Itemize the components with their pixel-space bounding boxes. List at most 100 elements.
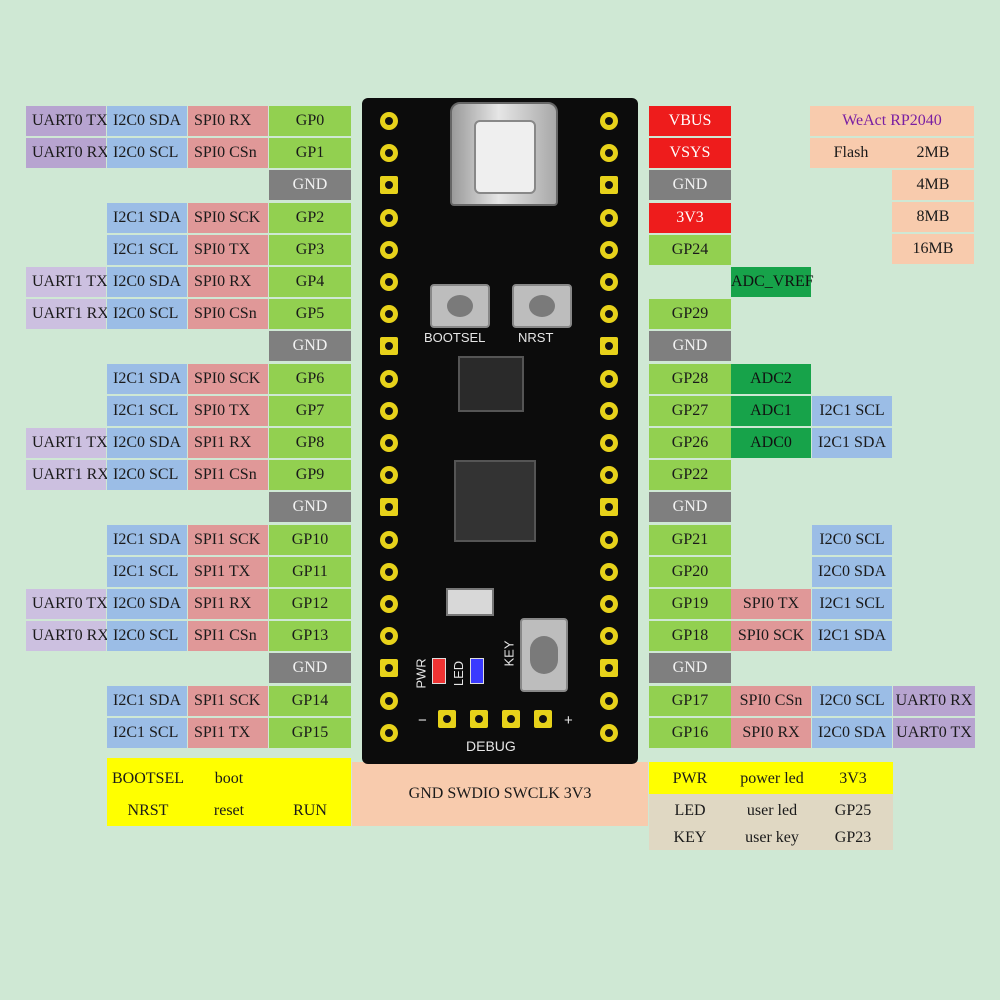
right-pin-label: GND (649, 653, 731, 683)
left-pin-label: GND (269, 170, 351, 200)
right-pin-label: I2C0 SDA (812, 718, 892, 748)
bootsel-button[interactable] (430, 284, 490, 328)
header-pin (380, 595, 398, 613)
usb-c-port (474, 120, 536, 194)
header-pin (380, 241, 398, 259)
flash-size-2mb: 2MB (892, 138, 974, 168)
header-pin (380, 402, 398, 420)
left-pin-label: I2C1 SDA (107, 364, 187, 394)
right-pin-label: VBUS (649, 106, 731, 136)
right-pin-label: GND (649, 492, 731, 522)
flash-size-16mb: 16MB (892, 234, 974, 264)
right-pin-label: I2C0 SCL (812, 686, 892, 716)
left-pin-label: SPI1 TX (188, 557, 268, 587)
header-pin (380, 434, 398, 452)
key-silk: KEY (501, 640, 517, 667)
debug-silk: DEBUG (466, 738, 516, 754)
right-pin-label: GP20 (649, 557, 731, 587)
header-pin (600, 273, 618, 291)
left-pin-label: SPI0 SCK (188, 203, 268, 233)
led-silk: LED (451, 660, 467, 687)
right-pin-label: ADC_VREF (731, 267, 814, 297)
header-pin (380, 466, 398, 484)
left-pin-label: GP14 (269, 686, 351, 716)
header-pin (600, 176, 618, 194)
minus-silk: − (418, 712, 427, 729)
header-pin (380, 273, 398, 291)
right-pin-label: GP19 (649, 589, 731, 619)
header-pin (380, 627, 398, 645)
left-pin-label: GP15 (269, 718, 351, 748)
left-pin-label: I2C0 SCL (107, 621, 187, 651)
left-pin-label: SPI0 TX (188, 396, 268, 426)
header-pin (380, 659, 398, 677)
left-pin-label: I2C0 SCL (107, 299, 187, 329)
left-pin-label: GP12 (269, 589, 351, 619)
header-pin (380, 305, 398, 323)
left-pin-label: I2C0 SCL (107, 138, 187, 168)
right-pin-label: I2C0 SCL (812, 525, 892, 555)
header-pin (600, 595, 618, 613)
header-pin (380, 144, 398, 162)
header-pin (380, 337, 398, 355)
debug-pad-swdio (470, 710, 488, 728)
right-pin-label: GP24 (649, 235, 731, 265)
right-pin-label: GND (649, 170, 731, 200)
header-pin (600, 627, 618, 645)
header-pin (600, 466, 618, 484)
header-pin (600, 241, 618, 259)
right-pin-label: SPI0 TX (731, 589, 811, 619)
right-pin-label: SPI0 RX (731, 718, 811, 748)
left-pin-label: GP2 (269, 203, 351, 233)
button-legend (107, 758, 351, 826)
left-pin-label: SPI0 TX (188, 235, 268, 265)
legend-gp25: GP25 (834, 802, 872, 819)
header-pin (600, 370, 618, 388)
left-pin-label: SPI0 RX (188, 106, 268, 136)
right-pin-label: I2C1 SCL (812, 589, 892, 619)
left-pin-label: GND (269, 492, 351, 522)
rp2040-chip (454, 460, 536, 542)
bootsel-silk: BOOTSEL (424, 330, 486, 345)
legend-user-key: user key (745, 829, 799, 846)
header-pin (380, 692, 398, 710)
right-pin-label: I2C1 SDA (812, 621, 892, 651)
left-pin-label: SPI0 SCK (188, 364, 268, 394)
plus-silk: + (564, 712, 573, 729)
header-pin (380, 498, 398, 516)
right-pin-label: SPI0 CSn (731, 686, 811, 716)
left-pin-label: SPI1 CSn (188, 621, 268, 651)
right-pin-label: GP17 (649, 686, 731, 716)
right-pin-label: I2C1 SCL (812, 396, 892, 426)
pwr-led (432, 658, 446, 684)
left-pin-label: I2C1 SCL (107, 235, 187, 265)
nrst-button[interactable] (512, 284, 572, 328)
legend-bootsel: BOOTSEL (112, 770, 184, 787)
left-pin-label: SPI1 SCK (188, 525, 268, 555)
flash-chip (458, 356, 524, 412)
right-pin-label: GP16 (649, 718, 731, 748)
key-button[interactable] (520, 618, 568, 692)
header-pin (380, 209, 398, 227)
left-pin-label: GP10 (269, 525, 351, 555)
legend-led: LED (674, 802, 706, 819)
right-pin-label: GP26 (649, 428, 731, 458)
header-pin (380, 563, 398, 581)
header-pin (380, 370, 398, 388)
left-pin-label: UART1 TX (26, 267, 108, 297)
flash-size-8mb: 8MB (892, 202, 974, 232)
left-pin-label: I2C1 SDA (107, 203, 187, 233)
right-pin-label: I2C1 SDA (812, 428, 892, 458)
right-pin-label: ADC0 (731, 428, 811, 458)
debug-pad-3v3 (534, 710, 552, 728)
right-pin-label: ADC1 (731, 396, 811, 426)
flash-size-4mb: 4MB (892, 170, 974, 200)
debug-legend: GND SWDIO SWCLK 3V3 (352, 762, 648, 826)
header-pin (380, 112, 398, 130)
left-pin-label: I2C1 SDA (107, 686, 187, 716)
left-pin-label: SPI1 RX (188, 428, 268, 458)
legend-gp23: GP23 (834, 829, 872, 846)
legend-nrst: NRST (127, 802, 169, 819)
left-pin-label: SPI0 CSn (188, 138, 268, 168)
left-pin-label: GP6 (269, 364, 351, 394)
